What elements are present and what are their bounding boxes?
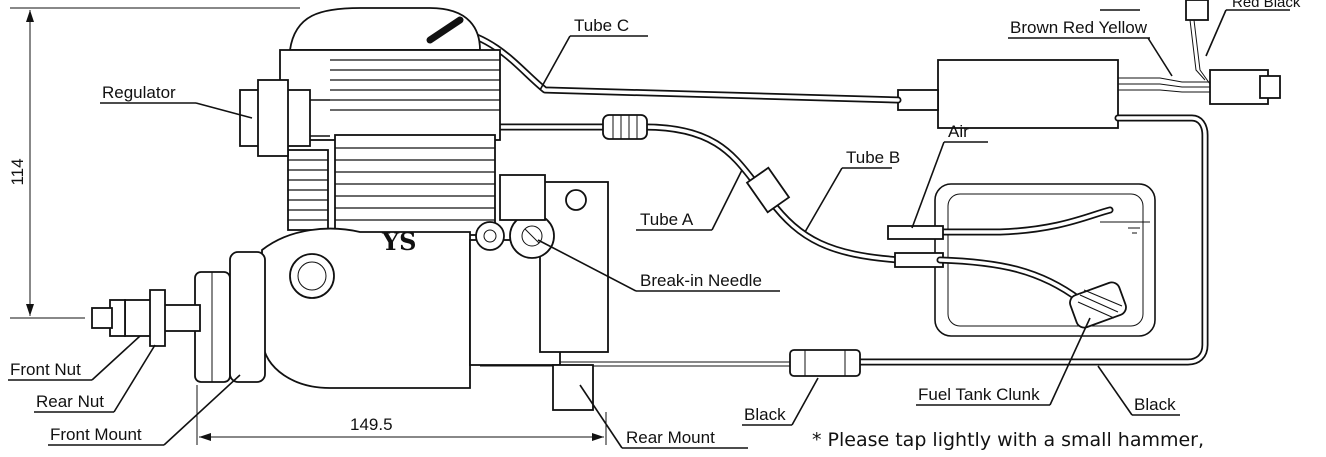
width-dimension-value: 149.5 xyxy=(350,415,393,434)
label-regulator: Regulator xyxy=(102,83,176,102)
label-air: Air xyxy=(948,122,969,141)
engine-brand: YS xyxy=(381,227,416,256)
instruction-note: * Please tap lightly with a small hammer… xyxy=(812,429,1204,451)
label-brown-red-yellow: Brown Red Yellow xyxy=(1010,18,1148,37)
signal-wires xyxy=(1118,0,1290,105)
width-dimension xyxy=(196,385,607,445)
height-dimension xyxy=(10,7,300,319)
fuel-filter xyxy=(602,114,648,140)
label-front-mount: Front Mount xyxy=(50,425,142,444)
regulator-unit-box xyxy=(897,9,1140,129)
inline-connector xyxy=(789,349,861,377)
label-fuel-tank-clunk: Fuel Tank Clunk xyxy=(918,385,1040,404)
label-tube-b: Tube B xyxy=(846,148,900,167)
height-dimension-value: 114 xyxy=(8,158,27,185)
label-rear-mount: Rear Mount xyxy=(626,428,715,447)
engine-body xyxy=(91,7,609,411)
label-tube-a: Tube A xyxy=(640,210,694,229)
label-front-nut: Front Nut xyxy=(10,360,81,379)
label-break-in-needle: Break-in Needle xyxy=(640,271,762,290)
label-tube-c: Tube C xyxy=(574,16,629,35)
leader-lines xyxy=(8,35,1180,449)
label-red-black: Red Black xyxy=(1232,0,1301,11)
label-black-right: Black xyxy=(1134,395,1176,414)
label-black-left: Black xyxy=(744,405,786,424)
label-rear-nut: Rear Nut xyxy=(36,392,104,411)
fuel-tank-clunk xyxy=(1069,281,1127,329)
